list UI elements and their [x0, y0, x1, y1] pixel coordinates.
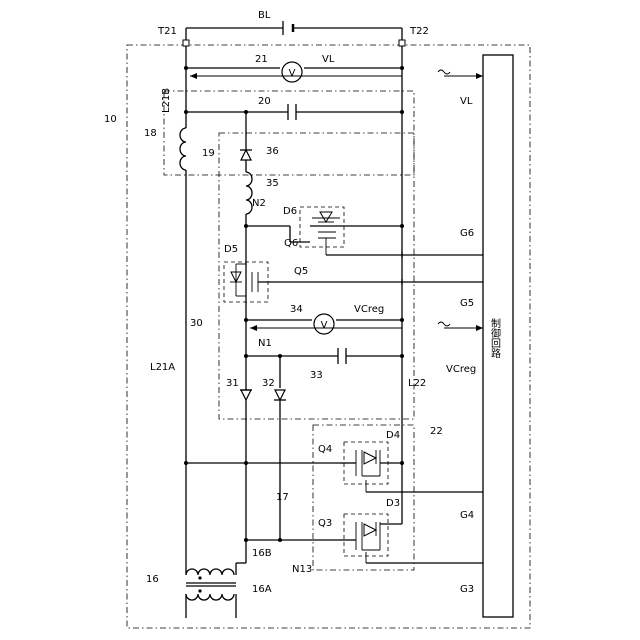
label-22: 22 — [430, 426, 443, 437]
label-q4: Q4 — [318, 444, 332, 455]
diode-31 — [241, 390, 251, 400]
diode-36 — [241, 150, 251, 160]
label-17: 17 — [276, 492, 289, 503]
label-vl-side: VL — [460, 96, 473, 107]
transistor-q3 — [340, 522, 380, 550]
label-36: 36 — [266, 146, 279, 157]
label-34: 34 — [290, 304, 303, 315]
label-l21b: L21B — [161, 88, 172, 113]
label-t22: T22 — [409, 26, 429, 37]
label-d4: D4 — [386, 430, 400, 441]
label-10: 10 — [104, 114, 117, 125]
control-circuit-label: 制御回路 — [489, 317, 501, 359]
label-21: 21 — [255, 54, 268, 65]
label-33: 33 — [310, 370, 323, 381]
label-n2: N2 — [252, 198, 266, 209]
label-bl: BL — [258, 10, 271, 21]
label-19: 19 — [202, 148, 215, 159]
label-d6: D6 — [283, 206, 297, 217]
label-vcreg-top: VCreg — [354, 304, 384, 315]
label-18: 18 — [144, 128, 157, 139]
label-l21a: L21A — [150, 362, 175, 373]
label-31: 31 — [226, 378, 239, 389]
label-32: 32 — [262, 378, 275, 389]
label-30: 30 — [190, 318, 203, 329]
label-n1: N1 — [258, 338, 272, 349]
label-16a: 16A — [252, 584, 272, 595]
label-g5: G5 — [460, 298, 474, 309]
label-16b: 16B — [252, 548, 272, 559]
label-n13: N13 — [292, 564, 312, 575]
label-g3: G3 — [460, 584, 474, 595]
label-q5: Q5 — [294, 266, 308, 277]
label-16: 16 — [146, 574, 159, 585]
voltmeter-21-symbol: V — [289, 68, 296, 79]
terminal-t22 — [399, 40, 405, 46]
label-20: 20 — [258, 96, 271, 107]
terminal-t21 — [183, 40, 189, 46]
transformer-16 — [186, 560, 246, 618]
label-t21: T21 — [157, 26, 177, 37]
label-d5: D5 — [224, 244, 238, 255]
label-vcreg-side: VCreg — [446, 364, 476, 375]
switch-q6-box — [300, 207, 344, 247]
label-vl-top: VL — [322, 54, 335, 65]
diode-32 — [275, 390, 285, 400]
label-l22: L22 — [408, 378, 426, 389]
label-q3: Q3 — [318, 518, 332, 529]
inductor-19 — [180, 128, 186, 170]
label-d3: D3 — [386, 498, 400, 509]
label-g4: G4 — [460, 510, 474, 521]
battery-bl — [186, 21, 402, 40]
transistor-q4 — [340, 450, 380, 476]
label-g6: G6 — [460, 228, 474, 239]
label-35: 35 — [266, 178, 279, 189]
voltmeter-34-symbol: V — [321, 320, 328, 331]
label-q6: Q6 — [284, 238, 298, 249]
transistor-q6 — [310, 212, 344, 246]
